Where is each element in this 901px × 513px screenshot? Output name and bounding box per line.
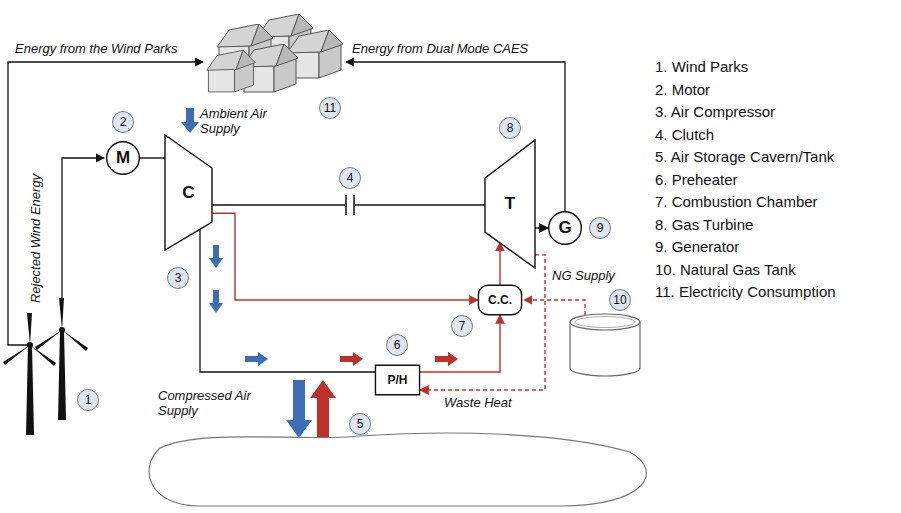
- flow-label: Rejected Wind Energy: [29, 173, 44, 302]
- houses: [207, 14, 343, 92]
- wind-turbine: [3, 313, 56, 435]
- node-text: G: [558, 218, 571, 238]
- outline-shape: [107, 142, 140, 175]
- clutch-plate: [353, 195, 355, 215]
- outline-shape: [375, 365, 419, 394]
- natural-gas-tank: [570, 314, 640, 376]
- rejected-energy-line: [62, 158, 104, 300]
- heat-arrow: [340, 352, 363, 366]
- legend-item: 1. Wind Parks: [655, 58, 748, 75]
- flow-connector: [535, 227, 548, 228]
- legend-item: 10. Natural Gas Tank: [655, 261, 796, 278]
- motor-circle: M: [106, 141, 140, 175]
- callout-number: 10: [609, 289, 631, 311]
- callout-number: 8: [499, 117, 521, 139]
- callout-number: 3: [167, 267, 189, 289]
- house: [207, 50, 256, 92]
- legend-item: 3. Air Compressor: [655, 103, 775, 120]
- air-arrow: [209, 290, 223, 313]
- callout-number: 6: [386, 334, 408, 356]
- outline-shape: [485, 140, 535, 268]
- legend-item: 6. Preheater: [655, 171, 738, 188]
- generator-circle: G: [548, 211, 582, 245]
- flow-connector: [420, 255, 545, 390]
- callout-number: 7: [451, 315, 473, 337]
- air-arrow: [245, 352, 268, 366]
- legend-item: 9. Generator: [655, 238, 739, 255]
- flow-label: Energy from Dual Mode CAES: [352, 41, 528, 56]
- node-text: T: [505, 194, 515, 214]
- compressor-shape: C: [165, 135, 212, 250]
- flow-connector: [499, 242, 500, 285]
- outline-shape: [165, 135, 212, 250]
- heat-arrow: [435, 352, 458, 366]
- edge-label: Waste Heat: [442, 395, 514, 410]
- flow-label: NG Supply: [552, 268, 615, 283]
- outline-shape: [549, 212, 582, 245]
- flow-connector: [140, 157, 165, 158]
- legend-item: 5. Air Storage Cavern/Tank: [655, 148, 834, 165]
- combustion-box: C.C.: [478, 285, 522, 315]
- legend-item: 4. Clutch: [655, 126, 714, 143]
- preheater-box: P/H: [375, 365, 420, 395]
- flow-connector: [420, 315, 500, 372]
- heat-arrow: [310, 380, 336, 438]
- legend-item: 11. Electricity Consumption: [655, 283, 836, 300]
- flow-label: Ambient Air Supply: [200, 106, 270, 136]
- outline-shape: [478, 285, 521, 314]
- callout-number: 2: [112, 111, 134, 133]
- turbine-shape: T: [485, 140, 535, 268]
- flow-label: Compressed Air Supply: [158, 388, 258, 418]
- callout-number: 4: [339, 167, 361, 189]
- clutch-plate: [345, 195, 347, 215]
- gas-supply-line: [524, 300, 585, 315]
- node-text: P/H: [387, 373, 407, 387]
- callout-number: 9: [589, 217, 611, 239]
- air-arrow: [209, 245, 223, 268]
- callout-number: 1: [77, 389, 99, 411]
- flow-label: Energy from the Wind Parks: [15, 41, 177, 56]
- air-storage-cavern: [149, 433, 646, 506]
- legend-item: 8. Gas Turbine: [655, 216, 753, 233]
- node-text: M: [116, 148, 130, 168]
- air-arrow: [181, 108, 199, 133]
- node-text: C.C.: [488, 293, 512, 307]
- node-text: C: [182, 183, 194, 203]
- flow-connector: [212, 213, 478, 300]
- legend-item: 7. Combustion Chamber: [655, 193, 818, 210]
- callout-number: 11: [319, 97, 341, 119]
- callout-number: 5: [349, 413, 371, 435]
- legend-item: 2. Motor: [655, 81, 710, 98]
- air-arrow: [286, 380, 312, 438]
